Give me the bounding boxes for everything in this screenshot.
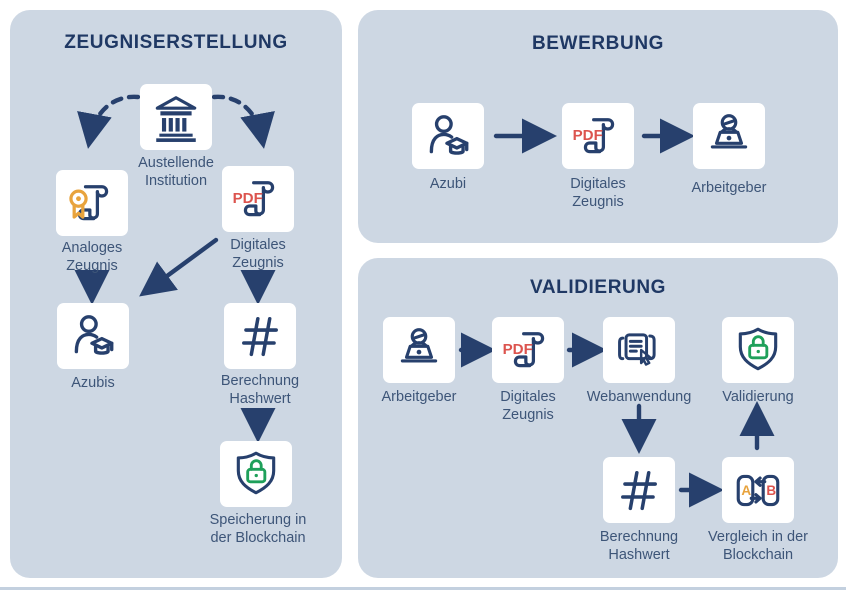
- node-validierung: [722, 317, 794, 383]
- node-digitales-zeugnis-validierung: PDF: [492, 317, 564, 383]
- node-label: Azubi: [429, 176, 467, 192]
- node-label: Azubis: [71, 375, 115, 391]
- node-label: Digitales Zeugnis: [230, 237, 286, 271]
- graduate-person-icon: [429, 115, 469, 155]
- node-ausstellende-institution: [140, 84, 212, 150]
- svg-text:B: B: [766, 483, 776, 498]
- pdf-document-icon: PDF: [233, 181, 275, 217]
- graduate-person-icon: [74, 315, 114, 355]
- node-speicherung-blockchain: [220, 441, 292, 507]
- svg-text:PDF: PDF: [233, 190, 263, 207]
- node-berechnung-hashwert-2: [603, 457, 675, 523]
- certificate-ribbon-icon: [69, 185, 109, 221]
- node-label: Validierung: [722, 389, 794, 405]
- node-azubi: [412, 103, 484, 169]
- panel-title-zeugniserstellung: ZEUGNISERSTELLUNG: [64, 32, 288, 53]
- node-label: Vergleich in der Blockchain: [708, 529, 808, 563]
- compare-ab-icon: A B: [736, 474, 780, 507]
- node-vergleich-blockchain: A B: [722, 457, 794, 523]
- web-app-icon: [618, 333, 656, 366]
- laptop-person-icon: [400, 328, 438, 363]
- node-arbeitgeber-bewerbung: [693, 103, 765, 169]
- node-analoges-zeugnis: [56, 170, 128, 236]
- shield-lock-icon: [236, 451, 276, 495]
- node-label: Berechnung Hashwert: [220, 373, 300, 407]
- node-label: Berechnung Hashwert: [599, 529, 679, 563]
- node-label: Austellende Institution: [138, 155, 214, 189]
- shield-lock-icon: [738, 327, 778, 371]
- svg-text:PDF: PDF: [503, 341, 533, 358]
- page-edge-strip: [0, 587, 846, 590]
- node-label: Analoges Zeugnis: [61, 240, 123, 274]
- node-label: Digitales Zeugnis: [570, 176, 626, 210]
- node-label: Arbeitgeber: [381, 389, 457, 405]
- node-label: Digitales Zeugnis: [500, 389, 556, 423]
- hash-icon: [621, 470, 657, 511]
- svg-text:PDF: PDF: [573, 127, 603, 144]
- node-berechnung-hashwert-1: [224, 303, 296, 369]
- pdf-document-icon: PDF: [503, 332, 545, 368]
- laptop-person-icon: [710, 114, 748, 149]
- node-arbeitgeber-validierung: [383, 317, 455, 383]
- panel-title-bewerbung: BEWERBUNG: [531, 33, 665, 54]
- node-digitales-zeugnis: PDF: [222, 166, 294, 232]
- node-label: Speicherung in der Blockchain: [209, 512, 307, 546]
- svg-text:A: A: [741, 483, 751, 498]
- node-label: Arbeitgeber: [691, 180, 767, 196]
- bank-icon: [155, 96, 197, 142]
- node-azubis: [57, 303, 129, 369]
- panel-title-validierung: VALIDIERUNG: [529, 277, 667, 298]
- node-label: Webanwendung: [586, 389, 692, 405]
- node-webanwendung: [603, 317, 675, 383]
- hash-icon: [242, 316, 278, 357]
- pdf-document-icon: PDF: [573, 118, 615, 154]
- node-digitales-zeugnis-bewerbung: PDF: [562, 103, 634, 169]
